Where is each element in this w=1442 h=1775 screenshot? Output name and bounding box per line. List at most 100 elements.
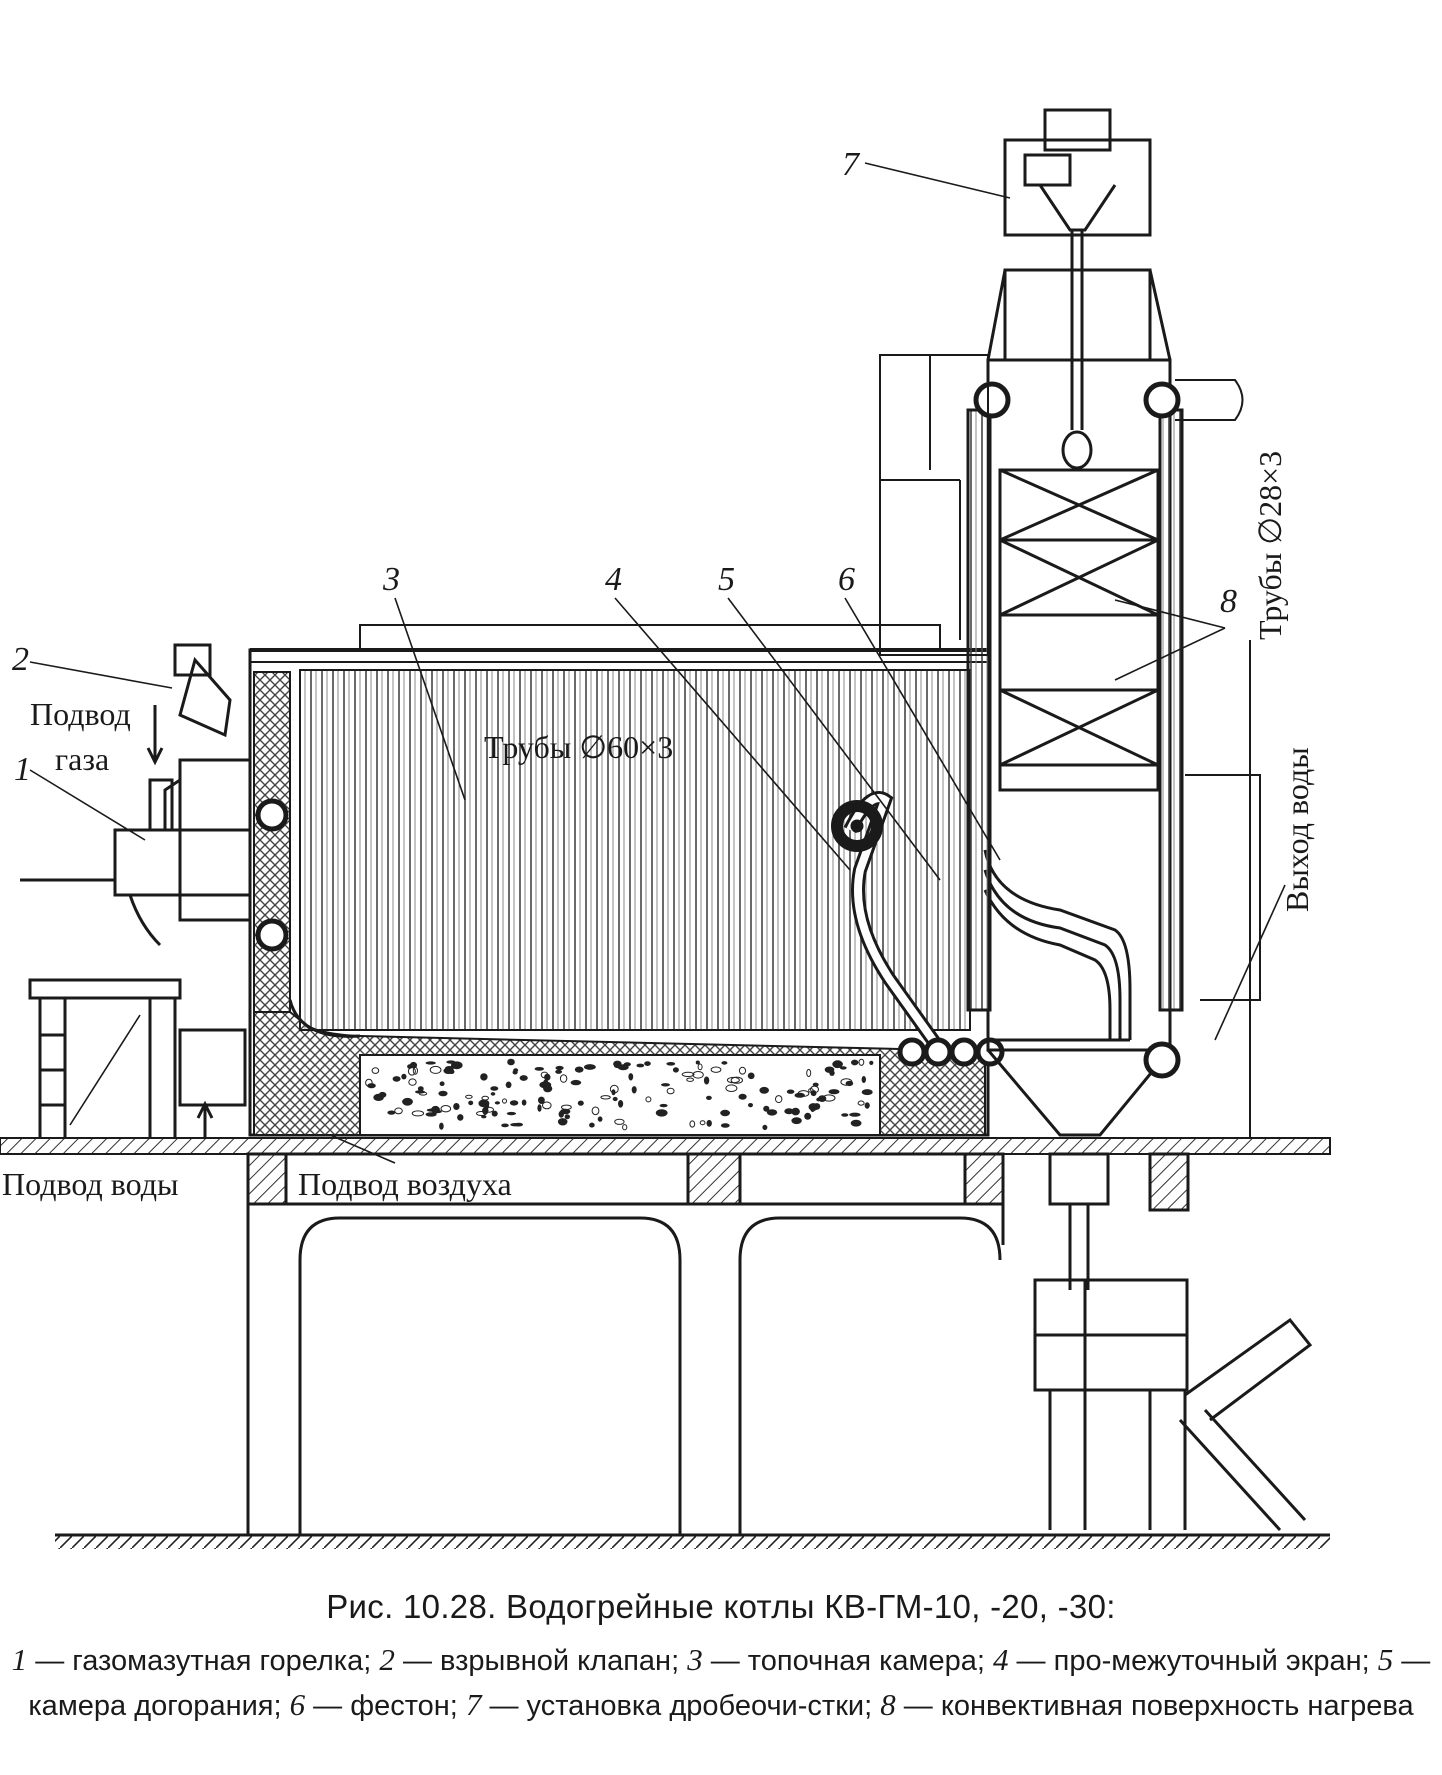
callout-2: 2 <box>12 641 29 678</box>
bed-particle <box>392 1076 401 1082</box>
bed-particle <box>481 1115 487 1119</box>
floor-slab <box>0 1137 1331 1155</box>
bed-particle <box>721 1061 728 1065</box>
bed-particle <box>600 1095 611 1100</box>
bed-particle <box>519 1075 528 1081</box>
bed-particle <box>425 1061 436 1065</box>
bed-particle <box>417 1086 424 1092</box>
hopper-stand <box>1033 1152 1313 1532</box>
text-labels: Подвод газа Трубы ∅60×3 Подвод воды Подв… <box>2 451 1315 1202</box>
callout-4: 4 <box>605 561 622 598</box>
legend-text: — конвективная поверхность нагрева <box>895 1690 1414 1722</box>
bed-particle <box>720 1123 730 1128</box>
bed-particle <box>804 1112 812 1120</box>
bed-particle <box>480 1073 488 1081</box>
bed-particle <box>672 1067 679 1073</box>
bed-particle <box>440 1105 452 1113</box>
bed-particle <box>710 1066 722 1073</box>
flue-casing <box>879 354 1261 1138</box>
bed-particle <box>858 1058 865 1066</box>
bed-particle <box>618 1100 624 1108</box>
bed-particle <box>832 1060 843 1069</box>
bed-particle <box>806 1068 812 1078</box>
legend-item: 4 — про-межуточный экран; <box>993 1642 1378 1677</box>
bed-particle <box>439 1122 444 1130</box>
bed-particle <box>502 1098 507 1104</box>
bed-particle <box>759 1086 769 1094</box>
bed-particle <box>869 1060 874 1065</box>
bed-particle <box>484 1106 494 1113</box>
bed-particle <box>584 1064 596 1070</box>
bed-particle <box>791 1117 802 1125</box>
legend-item: 7 — установка дробеочи-стки; <box>466 1687 880 1722</box>
bed-particle <box>387 1110 396 1115</box>
bed-particle <box>468 1100 474 1106</box>
legend-item: 6 — фестон; <box>290 1687 466 1722</box>
label-tubes-60: Трубы ∅60×3 <box>484 729 673 765</box>
callout-numbers: 2 1 3 4 5 6 7 8 <box>12 146 1237 788</box>
legend-number: 4 <box>993 1642 1009 1677</box>
bed-particle <box>644 1061 651 1066</box>
bed-particle <box>540 1071 549 1079</box>
legend-item: 3 — топочная камера; <box>687 1642 993 1677</box>
bed-particle <box>808 1088 814 1093</box>
bed-particle <box>446 1060 456 1064</box>
bed-particle <box>762 1124 768 1131</box>
bed-particle <box>692 1071 704 1079</box>
bed-particle <box>808 1103 819 1111</box>
gas-burner <box>113 643 252 947</box>
bed-particle <box>748 1103 753 1108</box>
bed-particle <box>412 1066 418 1075</box>
bed-particle <box>543 1084 553 1093</box>
bed-particle <box>537 1104 542 1112</box>
bed-particle <box>766 1109 778 1116</box>
bed-particle <box>574 1066 584 1073</box>
legend-number: 3 <box>687 1642 703 1677</box>
bed-particle <box>490 1092 496 1096</box>
bed-particle <box>861 1076 866 1083</box>
bed-particle <box>622 1124 628 1131</box>
callout-5: 5 <box>718 561 735 598</box>
shaft-collectors <box>255 381 1181 1079</box>
bed-particle <box>661 1083 670 1087</box>
bed-particle <box>490 1086 499 1091</box>
label-tubes-28: Трубы ∅28×3 <box>1252 451 1288 640</box>
bed-particle <box>407 1067 416 1076</box>
bed-particle <box>784 1108 794 1115</box>
bed-particle <box>775 1095 783 1104</box>
bed-particle <box>725 1084 738 1092</box>
bed-particle <box>840 1078 853 1086</box>
bed-particle <box>850 1119 862 1127</box>
bed-particle <box>706 1095 712 1100</box>
convective-shaft <box>966 358 1184 1137</box>
bed-particle <box>408 1078 417 1086</box>
label-water-supply: Подвод воды <box>2 1166 178 1202</box>
shot-cleaning-unit <box>986 108 1172 470</box>
bed-particle <box>597 1116 603 1122</box>
bed-particle <box>378 1091 387 1098</box>
bed-particle <box>612 1096 618 1102</box>
label-air-supply: Подвод воздуха <box>298 1166 512 1202</box>
bed-particle <box>720 1109 730 1117</box>
bed-particle <box>791 1107 800 1116</box>
legend-item: 1 — газомазутная горелка; <box>12 1642 380 1677</box>
bed-particle <box>659 1103 668 1108</box>
bed-particle <box>435 1110 442 1114</box>
bed-particle <box>611 1089 616 1096</box>
bed-particle <box>510 1123 521 1127</box>
bed-particle <box>555 1069 562 1074</box>
legend-item: 8 — конвективная поверхность нагрева <box>880 1687 1414 1722</box>
bed-particle <box>558 1110 564 1118</box>
bed-particle <box>491 1110 498 1117</box>
leader-lines <box>29 162 1286 1164</box>
label-gas-supply-1: Подвод <box>30 696 131 732</box>
legend-text: — газомазутная горелка; <box>27 1645 380 1677</box>
bed-particle <box>689 1120 696 1128</box>
bed-particle <box>841 1113 849 1117</box>
bed-particle <box>570 1079 582 1086</box>
bed-particle <box>861 1089 873 1096</box>
bed-particle <box>402 1097 413 1106</box>
bed-particle <box>738 1066 747 1075</box>
